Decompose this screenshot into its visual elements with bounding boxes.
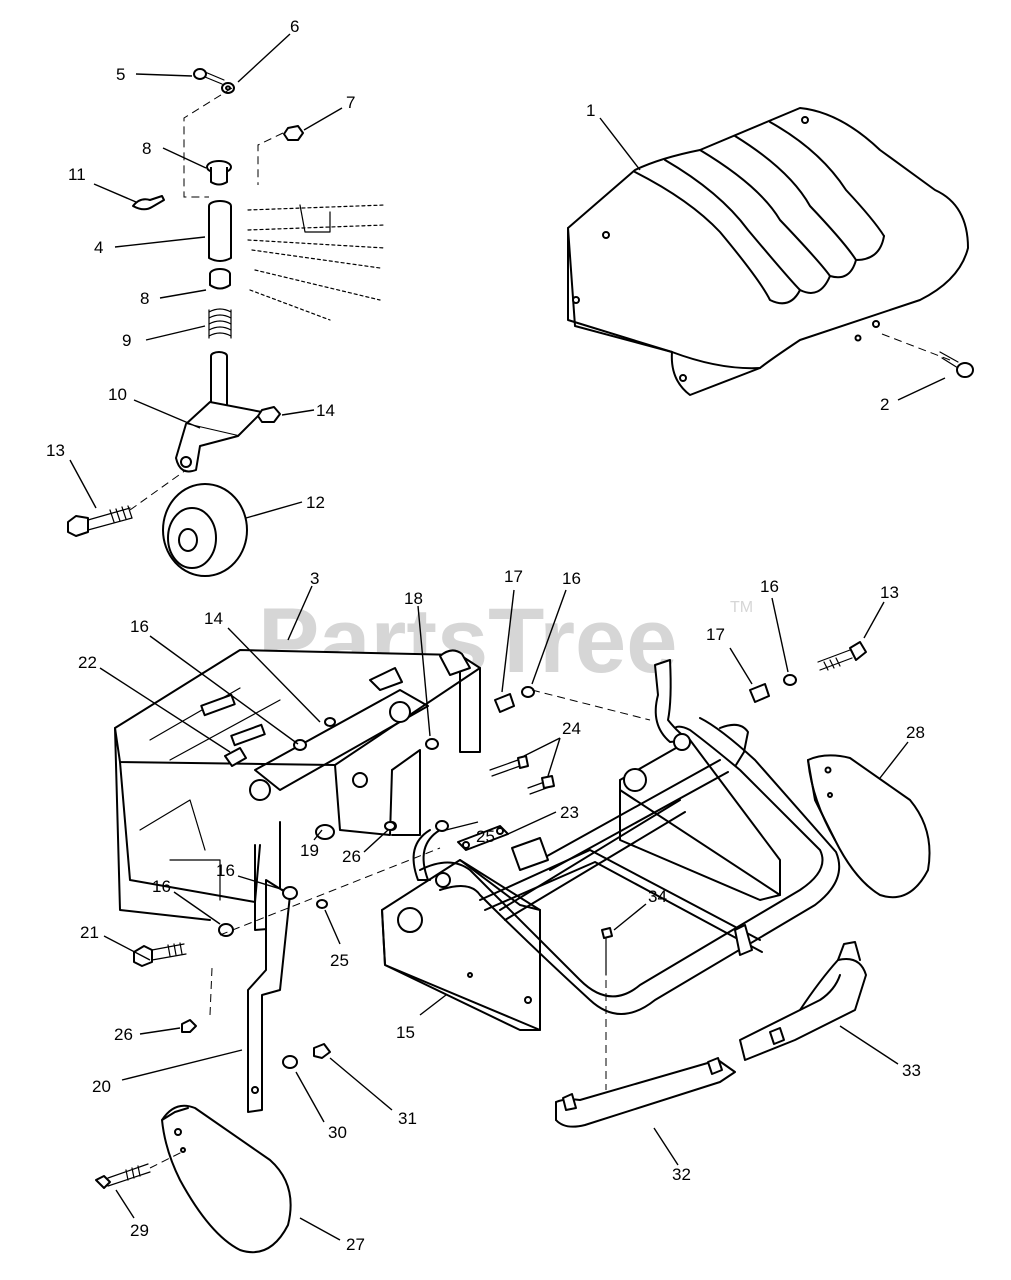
callouts: 1 2 3 4 5 6 7 8 8 9 10 11 12 13 13 14 14	[46, 17, 946, 1254]
part-arm-20	[133, 847, 441, 1113]
part-armrest-28	[807, 754, 931, 899]
callout-16-arm: 16	[216, 861, 235, 880]
part-screw-2	[881, 333, 974, 378]
callout-20: 20	[92, 1077, 111, 1096]
callout-16-right: 16	[760, 577, 779, 596]
callout-4: 4	[94, 238, 103, 257]
callout-26-link: 26	[342, 847, 361, 866]
watermark-trademark: TM	[730, 599, 753, 616]
callout-19: 19	[300, 841, 319, 860]
callout-17-center: 17	[504, 567, 523, 586]
callout-28: 28	[906, 723, 925, 742]
callout-29: 29	[130, 1221, 149, 1240]
callout-25-link: 25	[476, 827, 495, 846]
callout-15: 15	[396, 1023, 415, 1042]
callout-5: 5	[116, 65, 125, 84]
part-spacer-group-b	[749, 641, 867, 703]
callout-13-right: 13	[880, 583, 899, 602]
callout-10: 10	[108, 385, 127, 404]
part-caster-hardware	[67, 68, 386, 577]
callout-12: 12	[306, 493, 325, 512]
callout-7: 7	[346, 93, 355, 112]
callout-24: 24	[562, 719, 581, 738]
part-armrest-27	[95, 1104, 292, 1254]
callout-21: 21	[80, 923, 99, 942]
callout-25-arm: 25	[330, 951, 349, 970]
callout-18: 18	[404, 589, 423, 608]
part-link-23-24	[316, 755, 555, 909]
callout-13-caster: 13	[46, 441, 65, 460]
callout-2: 2	[880, 395, 889, 414]
part-bolt-34	[601, 927, 613, 1090]
callout-14-caster: 14	[316, 401, 335, 420]
callout-8-top: 8	[142, 139, 151, 158]
callout-31: 31	[398, 1109, 417, 1128]
callout-16-center: 16	[562, 569, 581, 588]
part-trim-33	[739, 941, 867, 1061]
callout-30: 30	[328, 1123, 347, 1142]
callout-9: 9	[122, 331, 131, 350]
part-spacer-group-a	[494, 686, 651, 721]
callout-34: 34	[648, 887, 667, 906]
callout-14-frame: 14	[204, 609, 223, 628]
callout-17-right: 17	[706, 625, 725, 644]
part-trim-32	[555, 1057, 736, 1128]
callout-3: 3	[310, 569, 319, 588]
part-seat-frame-15	[381, 659, 841, 1031]
callout-33: 33	[902, 1061, 921, 1080]
callout-26-arm: 26	[114, 1025, 133, 1044]
callout-6: 6	[290, 17, 299, 36]
callout-23: 23	[560, 803, 579, 822]
callout-1: 1	[586, 101, 595, 120]
callout-16-frame: 16	[130, 617, 149, 636]
callout-27: 27	[346, 1235, 365, 1254]
callout-16-washer: 16	[152, 877, 171, 896]
callout-11: 11	[68, 165, 86, 184]
callout-32: 32	[672, 1165, 691, 1184]
callout-22: 22	[78, 653, 97, 672]
part-hood-cover	[567, 107, 969, 396]
callout-8-bottom: 8	[140, 289, 149, 308]
